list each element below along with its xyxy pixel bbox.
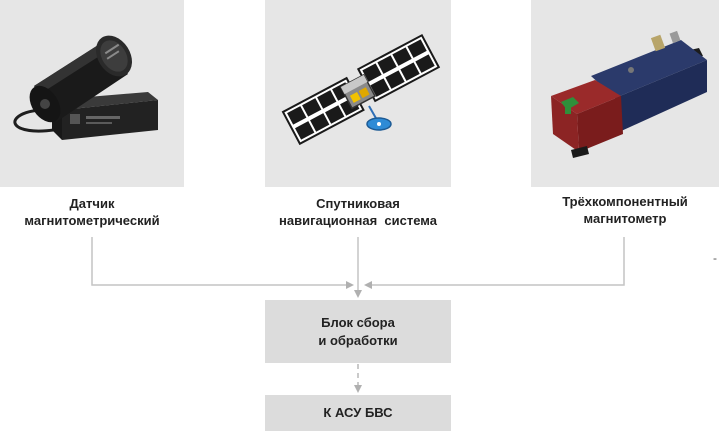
magnetometric-sensor-photo [0,0,184,187]
three-component-magnetometer-label: Трёхкомпонентный магнитометр [531,193,719,227]
three-component-magnetometer-label-line2: магнитометр [583,211,667,226]
three-component-magnetometer-label-line1: Трёхкомпонентный [562,194,688,209]
satellite-navigation-label-line2: навигационная система [279,213,437,228]
magnetometric-sensor-icon [13,35,158,140]
three-component-magnetometer-photo [531,0,719,187]
output-block-label: К АСУ БВС [323,405,393,420]
magnetometric-sensor-label: Датчик магнитометрический [0,195,184,229]
stray-dash-mark: - [713,251,717,265]
satellite-navigation-label: Спутниковая навигационная система [265,195,451,229]
processing-block-line2: и обработки [318,332,398,348]
processing-block: Блок сбора и обработки [265,300,451,363]
connector-from-three-component-magnetometer [364,237,625,289]
three-component-magnetometer-icon [551,30,707,158]
magnetometric-sensor-label-line1: Датчик [69,196,115,211]
output-block: К АСУ БВС [265,395,451,431]
satellite-icon [281,33,441,146]
connector-from-magnetometric-sensor [91,237,354,289]
satellite-navigation-label-line1: Спутниковая [316,196,400,211]
magnetometric-sensor-label-line2: магнитометрический [24,213,160,228]
processing-block-line1: Блок сбора [321,314,395,330]
satellite-navigation-photo [265,0,451,187]
